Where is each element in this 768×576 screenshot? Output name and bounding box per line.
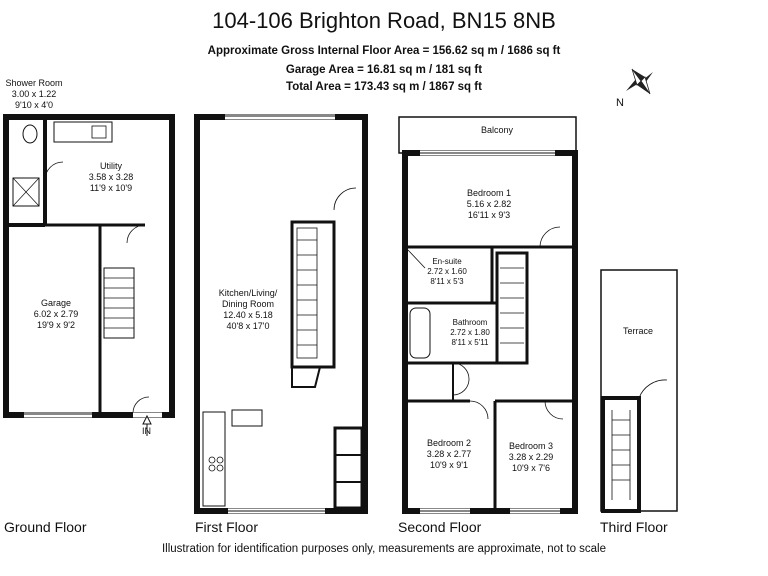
compass-north-label: N (616, 97, 624, 109)
first-floor-label: First Floor (195, 519, 258, 535)
garage-area-text: Garage Area = 16.81 sq m / 181 sq ft (285, 64, 483, 76)
second-floor-plan (398, 116, 578, 514)
utility-imperial: 11'9 x 10'9 (90, 183, 132, 193)
plan-title: 104-106 Brighton Road, BN15 8NB (212, 8, 556, 33)
kitchen-imperial: 40'8 x 17'0 (227, 321, 270, 331)
bedroom2-name: Bedroom 2 (427, 438, 471, 448)
third-floor-plan (600, 269, 678, 513)
ensuite-imperial: 8'11 x 5'3 (430, 277, 464, 286)
bedroom1-name: Bedroom 1 (467, 188, 511, 198)
bedroom2-metric: 3.28 x 2.77 (427, 449, 472, 459)
utility-metric: 3.58 x 3.28 (89, 172, 134, 182)
entrance-label: IN (142, 426, 151, 436)
gross-area-text: Approximate Gross Internal Floor Area = … (207, 45, 561, 57)
bathroom-metric: 2.72 x 1.80 (450, 328, 490, 337)
garage-imperial: 19'9 x 9'2 (37, 320, 75, 330)
kitchen-metric: 12.40 x 5.18 (223, 310, 273, 320)
shower-room-name: Shower Room (5, 78, 62, 88)
bedroom3-metric: 3.28 x 2.29 (509, 452, 554, 462)
kitchen-name-line2: Dining Room (222, 299, 274, 309)
terrace-label: Terrace (623, 326, 653, 336)
utility-name: Utility (100, 161, 122, 171)
bedroom1-metric: 5.16 x 2.82 (467, 199, 512, 209)
ground-floor-label: Ground Floor (4, 519, 87, 535)
bathroom-name: Bathroom (453, 318, 488, 327)
bathroom-imperial: 8'11 x 5'11 (451, 338, 489, 347)
bedroom3-imperial: 10'9 x 7'6 (512, 463, 550, 473)
first-floor-plan (194, 114, 368, 514)
bedroom1-imperial: 16'11 x 9'3 (468, 210, 510, 220)
ground-floor-plan (3, 114, 175, 418)
ensuite-metric: 2.72 x 1.60 (427, 267, 467, 276)
second-floor-label: Second Floor (398, 519, 482, 535)
shower-room-metric: 3.00 x 1.22 (12, 89, 57, 99)
bedroom2-imperial: 10'9 x 9'1 (430, 460, 468, 470)
kitchen-name-line1: Kitchen/Living/ (219, 288, 278, 298)
ensuite-name: En-suite (432, 257, 462, 266)
shower-room-imperial: 9'10 x 4'0 (15, 100, 53, 110)
garage-name: Garage (41, 298, 71, 308)
garage-metric: 6.02 x 2.79 (34, 309, 79, 319)
total-area-text: Total Area = 173.43 sq m / 1867 sq ft (286, 81, 482, 93)
third-floor-label: Third Floor (600, 519, 668, 535)
balcony-label: Balcony (481, 125, 514, 135)
compass-icon (626, 68, 653, 95)
entrance-arrow-icon (142, 414, 152, 436)
disclaimer-text: Illustration for identification purposes… (161, 543, 607, 555)
bedroom3-name: Bedroom 3 (509, 441, 553, 451)
